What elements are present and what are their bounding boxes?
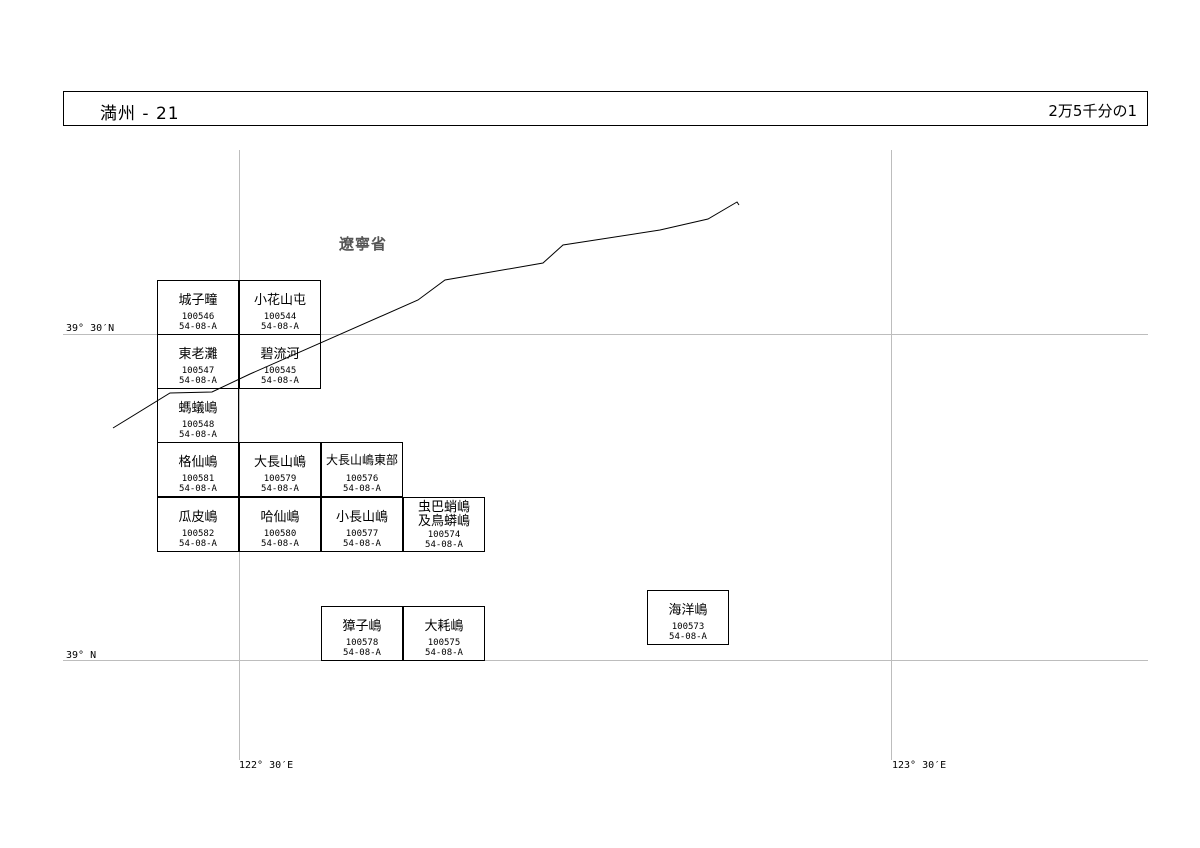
lat-label-39: 39° N	[66, 650, 97, 661]
sheet-name: 大長山嶋	[253, 455, 306, 470]
sheet-name: 城子疃	[178, 293, 218, 308]
lon-label-123-30: 123° 30′E	[892, 760, 947, 771]
province-label: 遼寧省	[339, 235, 388, 253]
sheet-name: 螞蟻嶋	[178, 401, 218, 416]
sheet-name: 大耗嶋	[424, 619, 464, 634]
sheet-name: 大長山嶋東部	[325, 453, 398, 467]
sheet-name: 小花山屯	[253, 293, 306, 308]
meridian-123-30	[891, 150, 892, 760]
sheet-name: 小長山嶋	[335, 510, 388, 525]
parallel-39-30	[63, 334, 1148, 335]
sheet-name: 瓜皮嶋	[178, 510, 218, 525]
sheet-name: 獐子嶋	[342, 619, 382, 634]
sheet-name: 虫巴蛸嶋及鳥蟒嶋	[417, 500, 470, 529]
sheet-name: 格仙嶋	[178, 455, 218, 470]
route-path	[112, 201, 740, 429]
scale-label: 2万5千分の1	[1048, 102, 1137, 120]
sheet-name: 海洋嶋	[668, 603, 708, 618]
sheet-header: 満州 - 21 2万5千分の1	[63, 91, 1148, 126]
sheet-name: 哈仙嶋	[260, 510, 300, 525]
lat-label-39-30: 39° 30′N	[66, 323, 115, 334]
parallel-39	[63, 660, 1148, 661]
sheet-name: 碧流河	[260, 347, 300, 362]
lon-label-122-30: 122° 30′E	[239, 760, 294, 771]
sheet-title: 満州 - 21	[100, 104, 180, 124]
sheet-name: 東老灘	[178, 347, 218, 362]
